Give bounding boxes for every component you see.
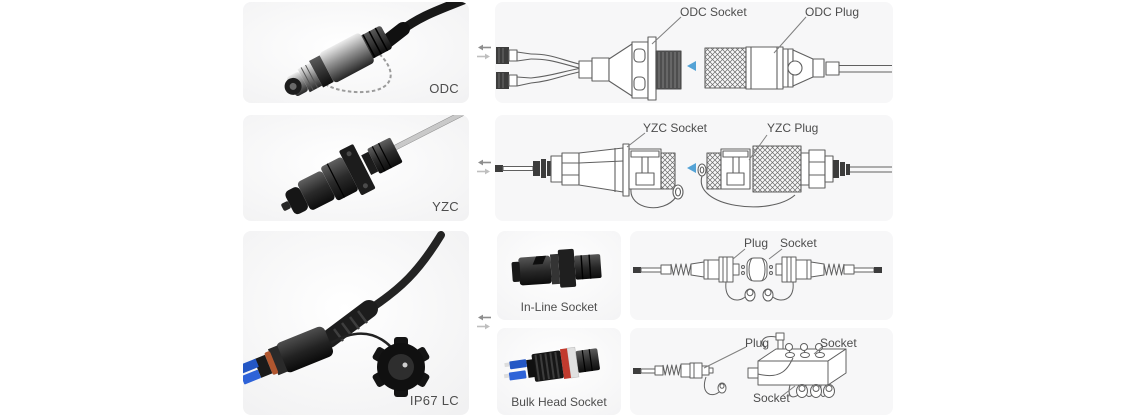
panel-mating-diagram xyxy=(633,332,847,398)
odc-photo-card: ODC xyxy=(243,2,469,103)
inline-mating-diagram xyxy=(633,248,882,302)
inline-socket-label: Socket xyxy=(780,236,817,250)
inline-socket-photo-card: In-Line Socket xyxy=(497,231,621,320)
panel-plug-label: Plug xyxy=(745,336,770,350)
swap-arrows-icon xyxy=(475,157,493,177)
odc-mating-diagram xyxy=(496,16,892,101)
odc-photo xyxy=(243,2,469,103)
yzc-plug-label: YZC Plug xyxy=(767,121,819,135)
inline-plug-label: Plug xyxy=(744,236,769,250)
inline-socket-photo-label: In-Line Socket xyxy=(520,300,598,314)
swap-arrows-icon xyxy=(475,312,493,332)
panel-socket-top-label: Socket xyxy=(820,336,857,350)
inline-socket-photo xyxy=(497,231,621,320)
yzc-photo-card: YZC xyxy=(243,115,469,221)
odc-socket-label: ODC Socket xyxy=(680,5,747,19)
ip67-lc-photo-card: IP67 LC xyxy=(243,231,469,415)
yzc-mating-diagram-card: YZC Socket YZC Plug xyxy=(495,115,893,221)
odc-mating-diagram-card: ODC Socket ODC Plug xyxy=(495,2,893,103)
yzc-socket-label: YZC Socket xyxy=(643,121,708,135)
odc-plug-label: ODC Plug xyxy=(805,5,860,19)
yzc-photo xyxy=(243,115,469,221)
yzc-mating-diagram xyxy=(495,132,892,209)
odc-photo-label: ODC xyxy=(429,81,459,96)
panel-mating-diagram-card: Plug Socket Socket xyxy=(630,328,893,415)
panel-socket-bottom-label: Socket xyxy=(753,391,790,405)
ip67-lc-photo xyxy=(243,231,469,415)
bulkhead-socket-photo-label: Bulk Head Socket xyxy=(511,395,607,409)
ip67-lc-photo-label: IP67 LC xyxy=(409,393,459,408)
bulkhead-socket-photo xyxy=(497,328,621,415)
swap-arrows-icon xyxy=(475,42,493,62)
mating-direction-arrow xyxy=(687,163,696,173)
bulkhead-socket-photo-card: Bulk Head Socket xyxy=(497,328,621,415)
yzc-photo-label: YZC xyxy=(432,199,459,214)
inline-mating-diagram-card: Plug Socket xyxy=(630,231,893,320)
mating-direction-arrow xyxy=(687,61,696,71)
